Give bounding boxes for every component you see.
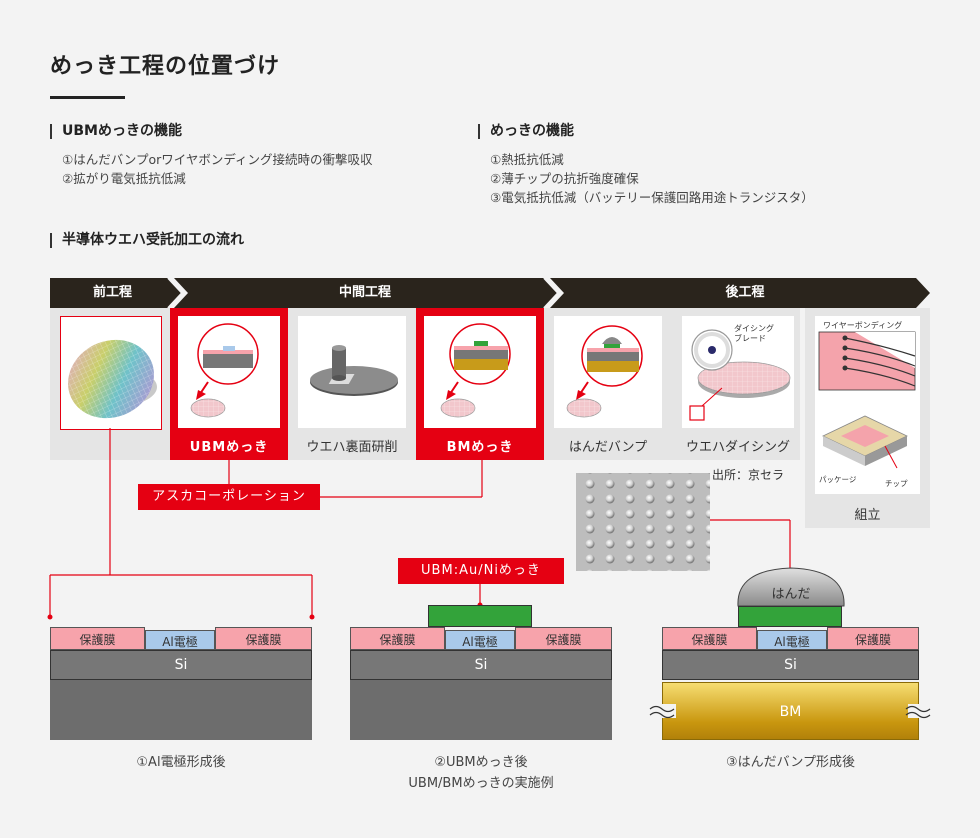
al-electrode-2 — [445, 630, 515, 650]
grinding-card — [298, 316, 406, 428]
al-label: Al電極 — [774, 635, 810, 649]
si-substrate-2 — [350, 680, 612, 740]
step-label-grinding: ウエハ裏面研削 — [306, 440, 398, 455]
plating-function-heading: めっきの機能 — [478, 124, 574, 139]
al-electrode-3 — [757, 630, 827, 650]
list-item: ③電気抵抗低減（バッテリー保護回路用途トランジスタ） — [490, 190, 814, 205]
solder-bump-icon — [566, 325, 643, 418]
step-label-bm: BMめっき — [446, 440, 514, 455]
plating-function-list: ①熱抵抗低減 ②薄チップの抗折強度確保 ③電気抵抗低減（バッテリー保護回路用途ト… — [490, 150, 814, 207]
step-label-bump: はんだバンプ — [568, 440, 648, 455]
front-stage-arrow — [50, 278, 182, 308]
bm-plating-step: BMめっき — [416, 308, 544, 460]
middle-stage-arrow — [174, 278, 558, 308]
page-title: めっき工程の位置づけ — [50, 54, 281, 79]
solder-label: はんだ — [771, 587, 811, 602]
wafer-icon — [68, 339, 157, 419]
protective-label: 保護膜 — [691, 633, 728, 647]
list-item: ①熱抵抗低減 — [490, 152, 564, 167]
si-substrate-1 — [50, 680, 312, 740]
caption-step2: ②UBMめっき後 UBM/BMめっきの実施例 — [330, 752, 632, 794]
ubm-function-heading: UBMめっきの機能 — [50, 124, 182, 139]
wire-bonding-label: ワイヤーボンディング — [823, 321, 903, 330]
protective-label: 保護膜 — [245, 633, 282, 647]
ubm-wafer-icon — [190, 323, 259, 418]
solder-bump-shape — [737, 567, 845, 607]
stage-back-label: 後工程 — [725, 285, 765, 300]
ubm-plating-step: UBMめっき — [170, 308, 288, 460]
protective-label: 保護膜 — [545, 633, 582, 647]
caption-step2-line2: UBM/BMめっきの実施例 — [408, 776, 554, 791]
protective-film-right-1 — [215, 627, 312, 650]
protective-film-left-3 — [662, 627, 757, 650]
stage-front-label: 前工程 — [92, 285, 132, 300]
assembly-icon — [818, 331, 916, 469]
bump-array-icon — [576, 473, 710, 571]
al-label: Al電極 — [462, 635, 498, 649]
chip-label: チップ — [885, 479, 908, 488]
source-label: 出所：京セラ — [712, 468, 785, 482]
al-label: Al電極 — [162, 635, 198, 649]
break-marks — [649, 704, 931, 719]
ubm-au-ni-tag: UBM:Au/Niめっき — [398, 558, 564, 584]
protective-label: 保護膜 — [854, 633, 891, 647]
caption-step1: ①Al電極形成後 — [136, 755, 226, 770]
protective-label: 保護膜 — [79, 633, 116, 647]
process-flow-bar — [50, 278, 930, 308]
title-underline — [50, 96, 125, 99]
list-item: ①はんだバンプorワイヤボンディング接続時の衝撃吸収 — [62, 152, 373, 167]
bm-wafer-icon — [440, 323, 511, 418]
ubm-function-list: ①はんだバンプorワイヤボンディング接続時の衝撃吸収 ②拡がり電気抵抗低減 — [62, 150, 373, 188]
si-layer-2 — [350, 650, 612, 680]
protective-film-right-3 — [827, 627, 919, 650]
si-label: Si — [784, 657, 797, 673]
grinding-icon — [310, 345, 398, 396]
protective-label: 保護膜 — [379, 633, 416, 647]
si-layer-1 — [50, 650, 312, 680]
al-electrode-1 — [145, 630, 215, 650]
list-item: ②薄チップの抗折強度確保 — [490, 171, 639, 186]
step-label-dicing: ウエハダイシング — [685, 440, 790, 455]
protective-film-left-2 — [350, 627, 445, 650]
protective-film-right-2 — [515, 627, 612, 650]
bm-label: BM — [779, 704, 802, 720]
wafer-card — [60, 316, 162, 430]
bump-array-image — [576, 473, 710, 571]
list-item: ②拡がり電気抵抗低減 — [62, 171, 186, 186]
protective-film-left-1 — [50, 627, 145, 650]
bm-layer — [662, 682, 919, 740]
asuka-corporation-tag: アスカコーポレーション — [138, 484, 320, 510]
ubm-layer — [428, 605, 532, 627]
package-label: パッケージ — [819, 475, 857, 484]
caption-step2-line1: ②UBMめっき後 — [434, 755, 528, 770]
solder-bump-card — [554, 316, 662, 428]
step-label-ubm: UBMめっき — [189, 440, 269, 455]
dicing-blade-label: ダイシング ブレード — [734, 324, 774, 343]
caption-step3: ③はんだバンプ形成後 — [726, 755, 855, 770]
dicing-card: ダイシング ブレード — [682, 316, 794, 428]
dicing-icon — [689, 329, 791, 421]
si-label: Si — [474, 657, 488, 673]
step-label-assembly: 組立 — [854, 508, 881, 523]
ubm-layer-3 — [738, 606, 842, 627]
assembly-image: ワイヤーボンディング パッケージ チップ — [815, 316, 920, 494]
si-layer-3 — [662, 650, 919, 680]
back-stage-arrow — [550, 278, 930, 308]
flow-heading: 半導体ウエハ受託加工の流れ — [50, 233, 244, 248]
si-label: Si — [174, 657, 188, 673]
stage-middle-label: 中間工程 — [338, 285, 391, 300]
